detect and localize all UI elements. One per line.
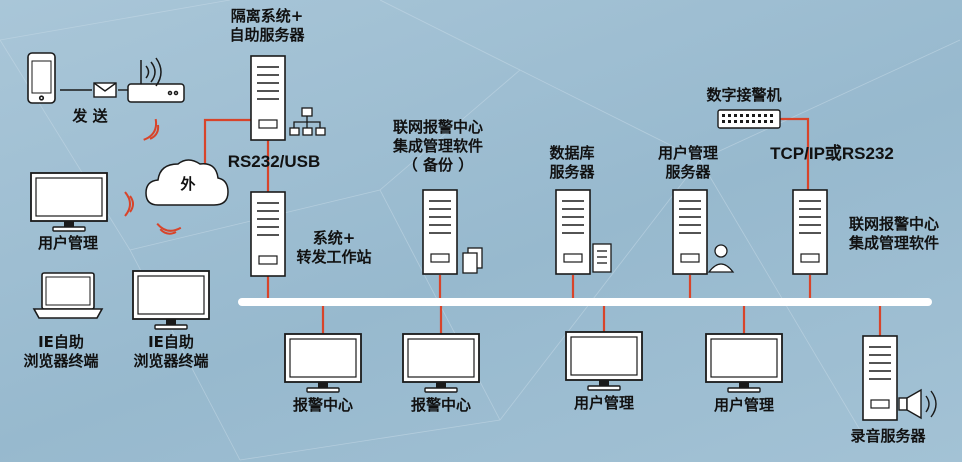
main-center-server bbox=[792, 189, 828, 275]
recording-server bbox=[862, 335, 898, 421]
fax-icon bbox=[592, 243, 612, 273]
user-management-server bbox=[672, 189, 708, 275]
label-send: 发 送 bbox=[72, 107, 108, 125]
speaker-icon bbox=[898, 388, 937, 420]
alarm-receiver-device bbox=[717, 109, 781, 129]
label-user-mgmt-1: 用户管理 bbox=[573, 394, 635, 412]
wifi-router-icon bbox=[127, 57, 185, 103]
cloud-icon bbox=[145, 159, 229, 206]
label-user-mgmt-server: 用户管理 服务器 bbox=[657, 144, 719, 181]
smartphone-icon bbox=[27, 52, 56, 104]
ie-terminal-monitor bbox=[132, 270, 210, 330]
label-tcp-rs232: TCP/IP或RS232 bbox=[770, 144, 894, 163]
user-person-icon bbox=[707, 244, 735, 273]
label-recording-server: 录音服务器 bbox=[850, 427, 926, 445]
label-isolation-server: 隔离系统+ 自助服务器 bbox=[229, 7, 305, 44]
label-relay-station: 系统+ 转发工作站 bbox=[296, 229, 372, 266]
alarm-center-monitor-1 bbox=[284, 333, 362, 393]
alarm-center-monitor-2 bbox=[402, 333, 480, 393]
label-database-server: 数据库 服务器 bbox=[549, 144, 595, 181]
laptop-icon bbox=[32, 272, 104, 319]
connection-lines bbox=[203, 117, 882, 336]
envelope-icon bbox=[93, 82, 117, 98]
network-bus bbox=[238, 298, 932, 306]
label-rs232-usb: RS232/USB bbox=[227, 152, 321, 171]
label-user-mgmt-2: 用户管理 bbox=[713, 396, 775, 414]
relay-workstation bbox=[250, 191, 286, 277]
database-server bbox=[555, 189, 591, 275]
label-user-mgmt-left: 用户管理 bbox=[37, 234, 99, 252]
label-alarm-center-2: 报警中心 bbox=[410, 396, 472, 414]
label-alarm-center-1: 报警中心 bbox=[292, 396, 354, 414]
user-mgmt-monitor-1 bbox=[565, 331, 643, 391]
label-main-center: 联网报警中心 集成管理软件 bbox=[848, 215, 940, 252]
network-topology-icon bbox=[289, 107, 326, 136]
user-mgmt-left-monitor bbox=[30, 172, 108, 232]
label-ie-terminal-2: IE自助 浏览器终端 bbox=[133, 333, 209, 370]
label-backup-center: 联网报警中心 集成管理软件 （ 备份 ） bbox=[392, 118, 484, 174]
document-icon bbox=[462, 247, 483, 274]
backup-center-server bbox=[422, 189, 458, 275]
label-alarm-receiver: 数字接警机 bbox=[706, 86, 782, 104]
isolation-server bbox=[250, 55, 286, 141]
label-cloud: 外 bbox=[180, 175, 196, 193]
user-mgmt-monitor-2 bbox=[705, 333, 783, 393]
label-ie-terminal-1: IE自助 浏览器终端 bbox=[23, 333, 99, 370]
